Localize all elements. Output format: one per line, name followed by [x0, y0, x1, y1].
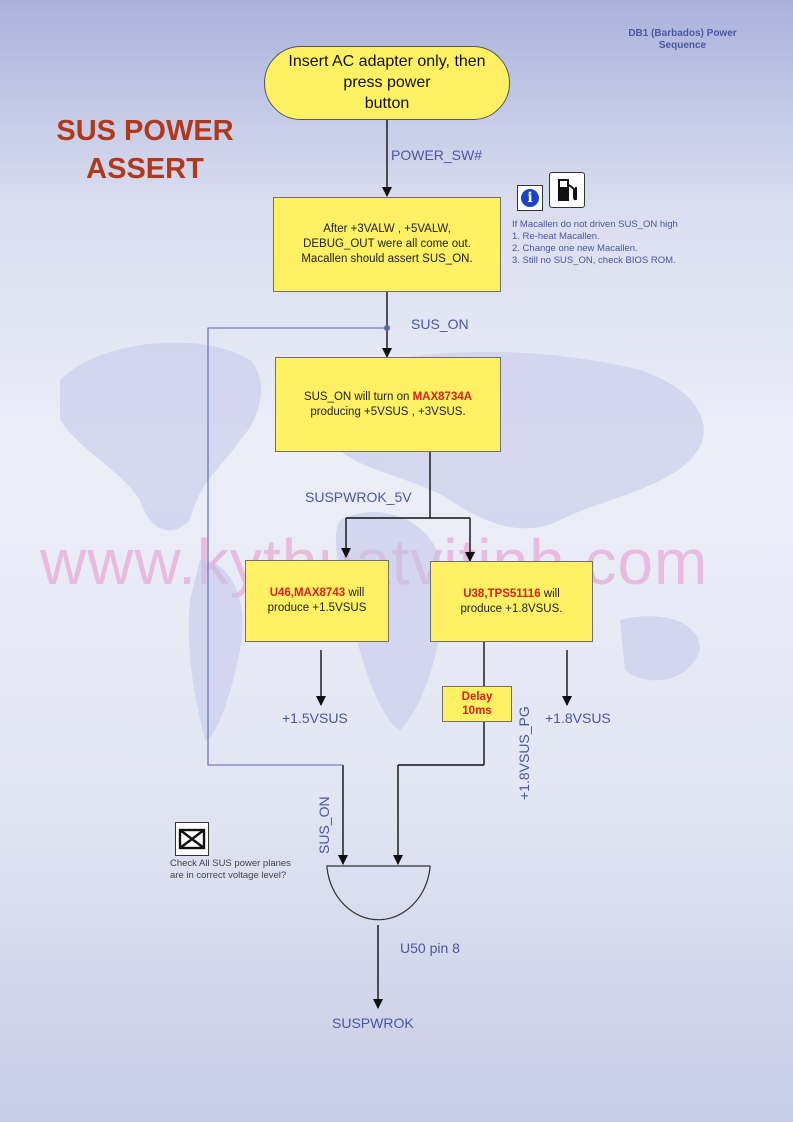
regulator-left-line1: U46,MAX8743 will	[270, 586, 365, 601]
start-line3: button	[364, 95, 410, 112]
sus-on-label: SUS_ON	[411, 316, 469, 332]
regulator-right-line1: U38,TPS51116 will	[463, 587, 560, 602]
v18sus-pg-label: +1.8VSUS_PG	[516, 706, 532, 800]
regulator-right-line2: produce +1.8VSUS.	[460, 602, 563, 615]
step1-line3: Macallen should assert SUS_ON.	[301, 253, 473, 265]
step1-box: After +3VALW , +5VALW, DEBUG_OUT were al…	[273, 197, 501, 292]
start-line1: Insert AC adapter only, then	[288, 53, 486, 70]
doc-title-line2: Sequence	[658, 40, 707, 51]
step2-line2: producing +5VSUS , +3VSUS.	[310, 405, 466, 418]
sus-on-feedback-line	[207, 327, 387, 766]
regulator-right-box: U38,TPS51116 will produce +1.8VSUS.	[430, 561, 593, 642]
step2-line1: SUS_ON will turn on MAX8734A	[304, 390, 472, 405]
delay-line2: 10ms	[462, 705, 492, 717]
suspwrok-label: SUSPWROK	[332, 1015, 414, 1031]
step1-line2: DEBUG_OUT were all come out.	[303, 238, 471, 250]
regulator-left-box: U46,MAX8743 will produce +1.5VSUS	[245, 560, 389, 642]
step2-chip: MAX8734A	[412, 390, 473, 403]
regulator-right-chip: U38,TPS51116	[463, 587, 541, 600]
check-note: Check All SUS power planes are in correc…	[170, 858, 330, 882]
tip-note-line3: 2. Change one new Macallen.	[512, 243, 638, 254]
fuel-pump-icon	[549, 172, 585, 208]
regulator-right-suffix: will	[540, 587, 560, 600]
step2-box: SUS_ON will turn on MAX8734A producing +…	[275, 357, 501, 452]
start-line2: press power	[343, 74, 431, 91]
v15sus-label: +1.5VSUS	[282, 710, 348, 726]
info-icon: i	[517, 185, 543, 211]
envelope-icon	[175, 822, 209, 856]
regulator-left-suffix: will	[345, 587, 365, 599]
tip-note-line2: 1. Re-heat Macallen.	[512, 231, 600, 242]
delay-line1: Delay	[461, 691, 493, 703]
section-title: SUS POWER ASSERT	[30, 112, 260, 188]
document-title: DB1 (Barbados) Power Sequence	[600, 28, 765, 52]
section-title-line1: SUS POWER	[56, 115, 234, 147]
tip-note-line1: If Macallen do not driven SUS_ON high	[512, 219, 678, 230]
sus-on-gate-label: SUS_ON	[316, 796, 332, 854]
tip-note: If Macallen do not driven SUS_ON high 1.…	[512, 219, 742, 267]
section-title-line2: ASSERT	[86, 153, 204, 185]
gate-pin-label: U50 pin 8	[400, 940, 460, 956]
regulator-left-chip: U46,MAX8743	[269, 587, 346, 599]
v18sus-label: +1.8VSUS	[545, 710, 611, 726]
suspwrok-5v-label: SUSPWROK_5V	[305, 489, 412, 505]
start-terminator: Insert AC adapter only, then press power…	[264, 46, 510, 120]
regulator-left-line2: produce +1.5VSUS	[267, 602, 367, 614]
power-sw-label: POWER_SW#	[391, 147, 483, 163]
step1-line1: After +3VALW , +5VALW,	[323, 223, 451, 235]
check-note-line1: Check All SUS power planes	[170, 858, 291, 869]
step2-line1-text: SUS_ON will turn on	[303, 390, 413, 403]
tip-note-line4: 3. Still no SUS_ON, check BIOS ROM.	[512, 255, 676, 266]
check-note-line2: are in correct voltage level?	[170, 870, 287, 881]
and-gate	[326, 865, 431, 921]
delay-box: Delay 10ms	[442, 686, 512, 722]
junction-dot	[384, 325, 390, 331]
doc-title-line1: DB1 (Barbados) Power	[628, 28, 737, 39]
